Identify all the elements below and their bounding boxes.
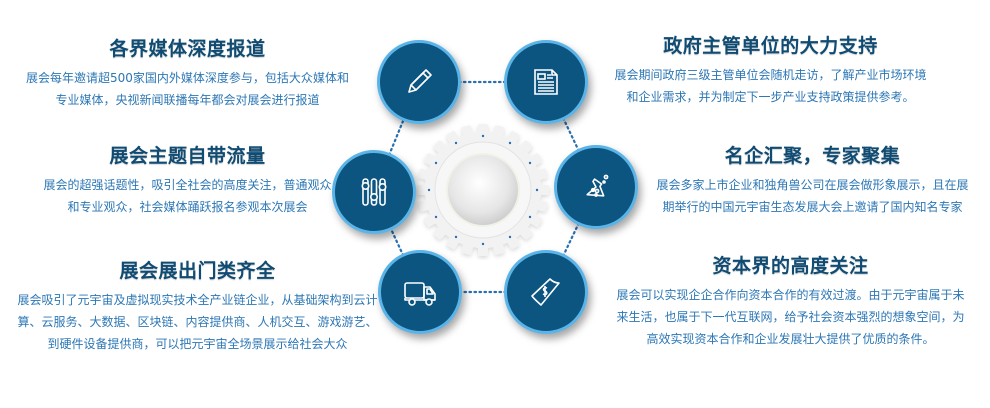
section-categories: 展会展出门类齐全 展会吸引了元宇宙及虚拟现实技术全产业链企业，从基础架构到云计 … xyxy=(0,259,395,355)
section-government: 政府主管单位的大力支持 展会期间政府三级主管单位会随机走访，了解产业市场环境 和… xyxy=(598,34,943,108)
money-icon xyxy=(531,278,560,306)
section-title: 资本界的高度关注 xyxy=(712,255,869,277)
node-categories xyxy=(378,250,462,334)
section-media: 各界媒体深度报道 展会每年邀请超500家国内外媒体深度参与，包括大众媒体和 专业… xyxy=(20,37,355,111)
section-title: 展会主题自带流量 xyxy=(109,145,266,167)
node-experts xyxy=(554,145,638,229)
section-experts: 名企汇聚，专家聚集 展会多家上市企业和独角兽公司在展会做形象展示，且在展 期举行… xyxy=(640,144,985,218)
section-body: 展会吸引了元宇宙及虚拟现实技术全产业链企业，从基础架构到云计 算、云服务、大数据… xyxy=(17,293,378,351)
section-title: 展会展出门类齐全 xyxy=(119,260,276,282)
sliders-icon xyxy=(361,178,387,206)
section-body: 展会每年邀请超500家国内外媒体深度参与，包括大众媒体和 专业媒体，央视新闻联播… xyxy=(26,71,349,107)
section-capital: 资本界的高度关注 展会可以实现企企合作向资本合作的有效过渡。由于元宇宙属于未 来… xyxy=(598,254,983,350)
pencil-icon xyxy=(408,69,432,93)
section-body: 展会可以实现企企合作向资本合作的有效过渡。由于元宇宙属于未 来生活，也属于下一代… xyxy=(616,288,965,346)
section-body: 展会期间政府三级主管单位会随机走访，了解产业市场环境 和企业需求，并为制定下一步… xyxy=(614,68,927,104)
document-icon xyxy=(534,69,558,95)
section-title: 名企汇聚，专家聚集 xyxy=(724,145,901,167)
node-traffic xyxy=(332,150,416,234)
flask-icon xyxy=(586,174,609,197)
section-traffic: 展会主题自带流量 展会的超强话题性，吸引全社会的高度关注，普通观众 和专业观众，… xyxy=(20,144,355,218)
truck-icon xyxy=(404,282,436,306)
node-media xyxy=(377,40,461,124)
node-government xyxy=(504,40,588,124)
section-body: 展会多家上市企业和独角兽公司在展会做形象展示，且在展 期举行的中国元宇宙生态发展… xyxy=(656,178,969,214)
section-title: 政府主管单位的大力支持 xyxy=(663,35,878,57)
node-capital xyxy=(504,250,588,334)
gear-icon xyxy=(417,124,549,256)
section-body: 展会的超强话题性，吸引全社会的高度关注，普通观众 和专业观众，社会媒体踊跃报名参… xyxy=(43,178,332,214)
section-title: 各界媒体深度报道 xyxy=(109,38,266,60)
